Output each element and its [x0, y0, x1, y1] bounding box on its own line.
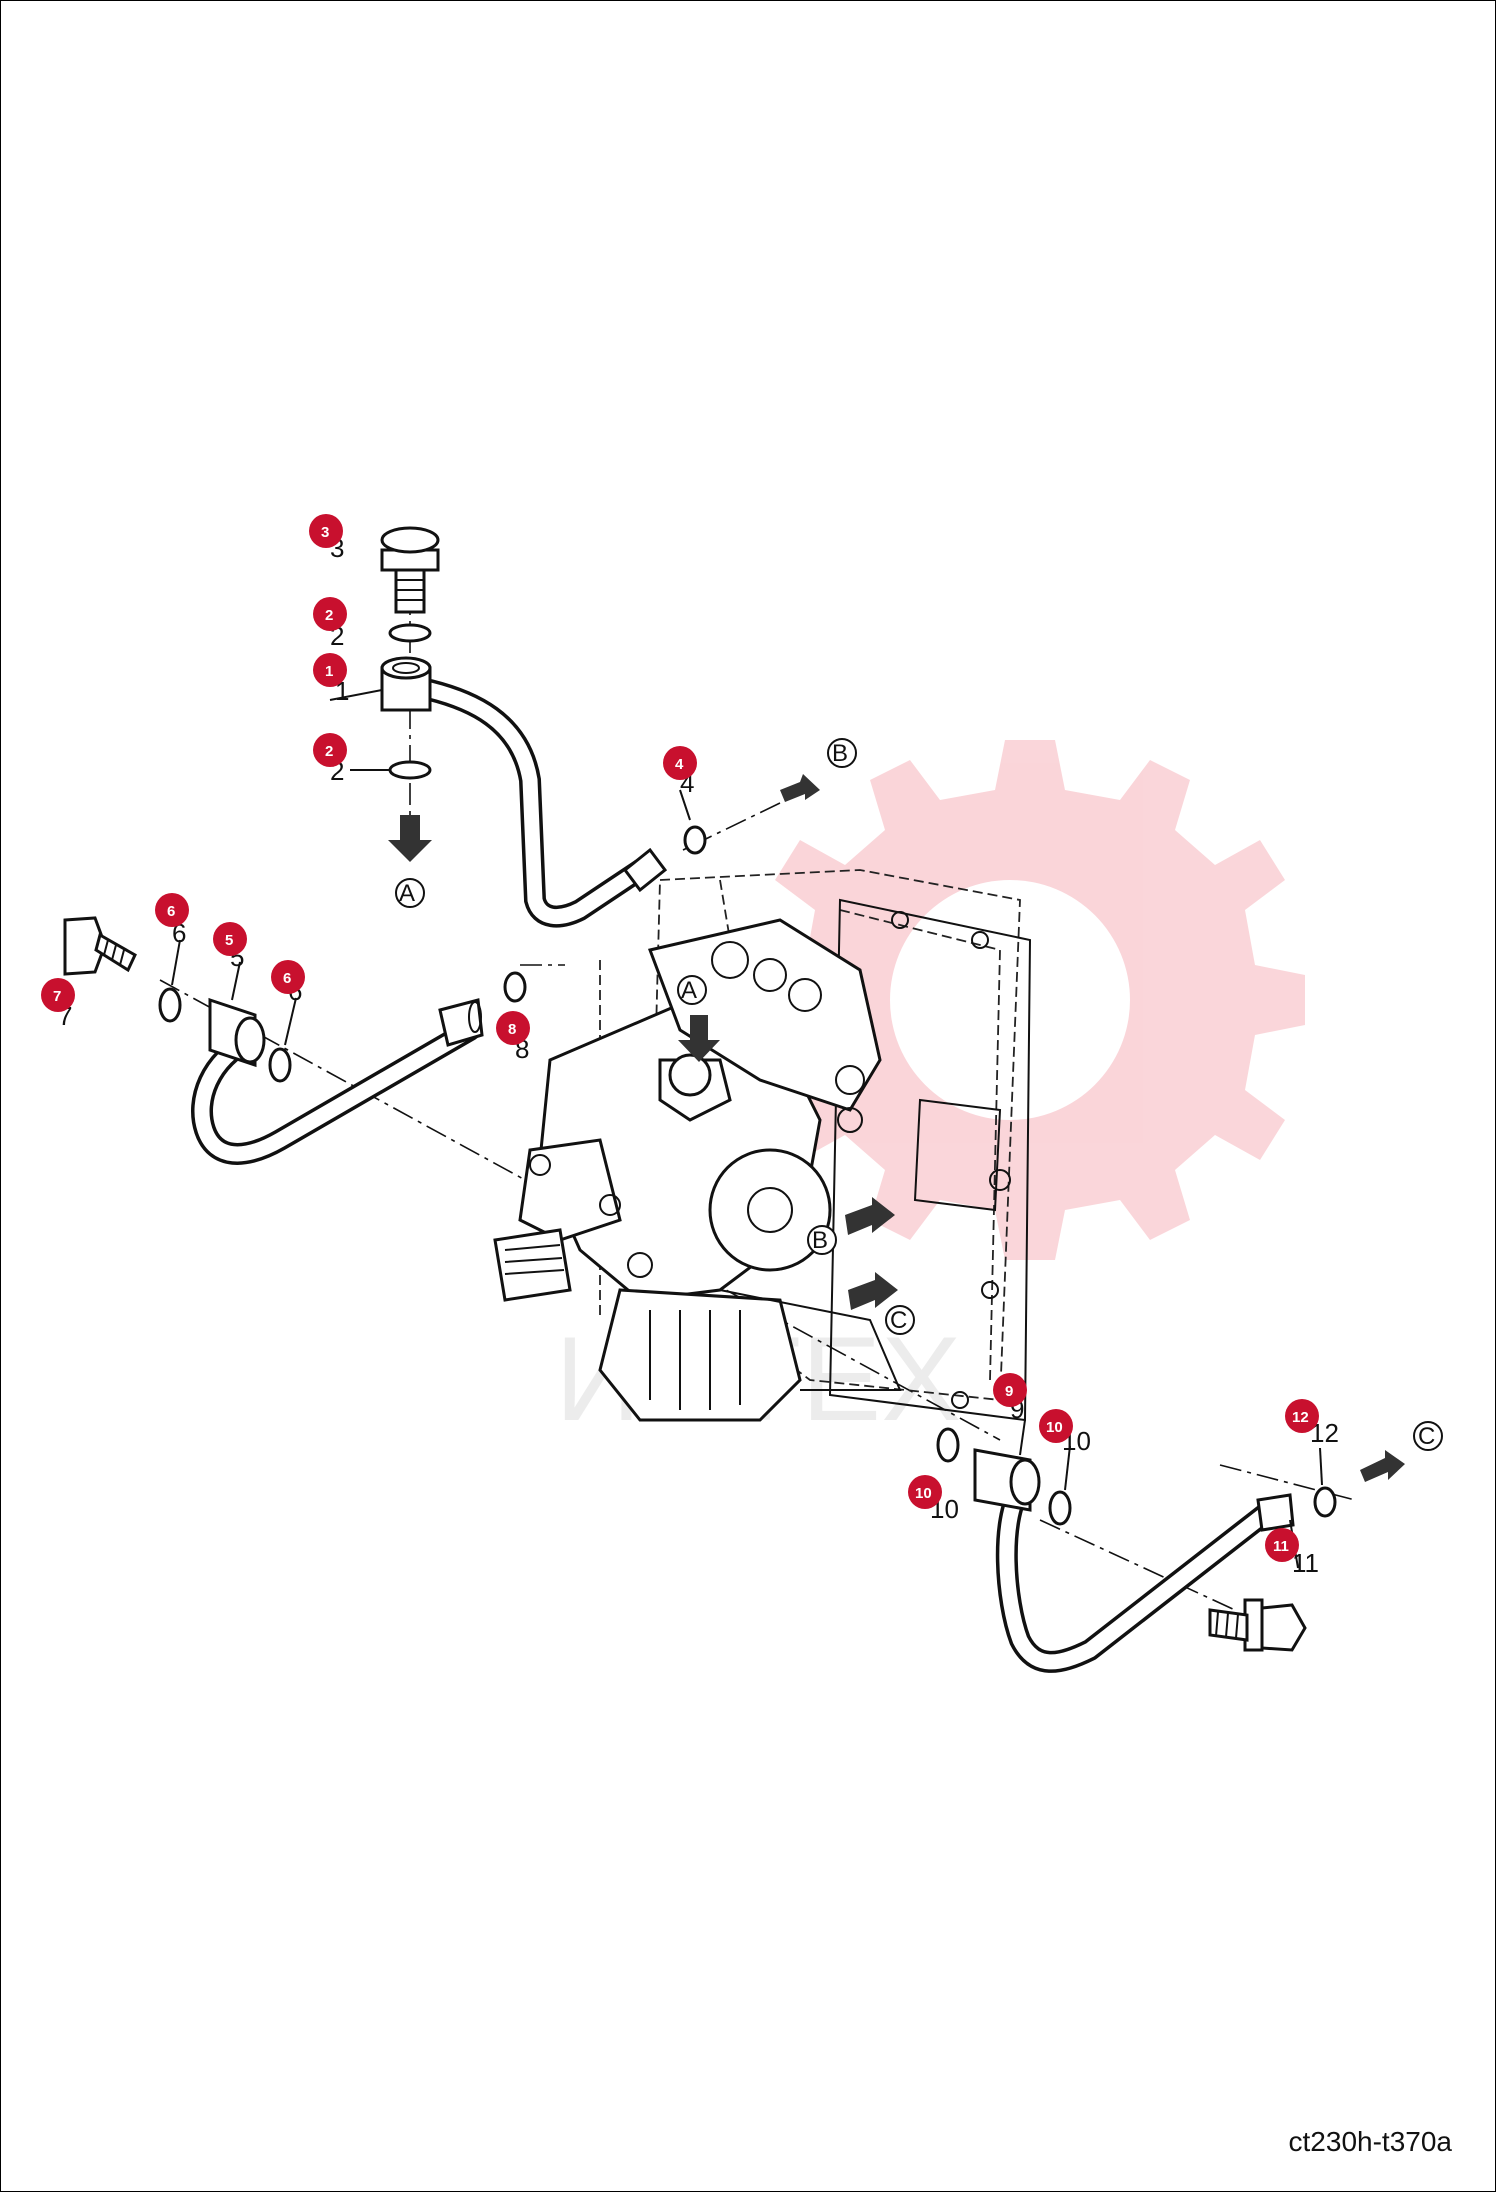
part-3-banjo-bolt	[380, 526, 440, 614]
part-4-o-ring	[683, 825, 707, 855]
callout-badge-7: 7	[41, 978, 75, 1012]
svg-text:1: 1	[325, 663, 333, 680]
part-11-bolt	[1208, 1598, 1307, 1652]
part-5-pipe-left	[191, 997, 484, 1165]
svg-text:2: 2	[325, 743, 333, 760]
marker-b-top: B	[780, 738, 857, 802]
callout-badge-9: 9	[993, 1373, 1027, 1407]
callout-badge-6-left: 6	[155, 893, 189, 927]
hydraulic-pump-body	[493, 918, 902, 1422]
svg-text:12: 12	[1292, 1409, 1309, 1426]
callout-badge-12: 12	[1285, 1399, 1319, 1433]
marker-a-top: A	[395, 878, 425, 908]
svg-text:8: 8	[508, 1021, 516, 1038]
svg-text:6: 6	[167, 903, 175, 920]
callout-badge-10-upper: 10	[1039, 1409, 1073, 1443]
callout-badge-2-upper: 2	[313, 597, 347, 631]
svg-text:2: 2	[325, 607, 333, 624]
part-6-washers	[158, 987, 292, 1083]
callout-badge-3: 3	[309, 514, 343, 548]
svg-text:4: 4	[675, 756, 684, 773]
svg-text:A: A	[399, 880, 415, 907]
svg-text:11: 11	[1273, 1538, 1289, 1555]
arrow-a-down	[388, 815, 720, 1062]
part-10-washers	[936, 1427, 1072, 1526]
marker-c-right: C	[1360, 1421, 1443, 1482]
part-8-o-ring	[503, 971, 527, 1003]
svg-text:9: 9	[1005, 1383, 1013, 1400]
svg-text:A: A	[681, 977, 697, 1004]
svg-text:3: 3	[321, 524, 329, 541]
svg-text:10: 10	[1046, 1419, 1063, 1436]
marker-b-pump: B	[807, 1197, 895, 1255]
svg-text:10: 10	[915, 1485, 932, 1502]
callout-badge-5: 5	[213, 922, 247, 956]
callout-badge-1: 1	[313, 653, 347, 687]
callout-badge-2-lower: 2	[313, 733, 347, 767]
callout-badge-8: 8	[496, 1011, 530, 1045]
callout-badge-6-right: 6	[271, 960, 305, 994]
callout-badge-10-lower: 10	[908, 1475, 942, 1509]
svg-text:5: 5	[225, 932, 233, 949]
callout-badges: 3 2 1 2 4 6 5 6 7 8 9 10 10 12 11	[41, 514, 1319, 1562]
svg-text:B: B	[812, 1227, 828, 1254]
part-7-bolt	[63, 916, 137, 976]
part-1-pipe-upper	[380, 656, 668, 928]
marker-a-pump: A	[677, 975, 707, 1005]
part-12-o-ring	[1313, 1486, 1337, 1518]
svg-text:B: B	[832, 740, 848, 767]
marker-c-pump: C	[848, 1272, 915, 1335]
callout-badge-11: 11	[1265, 1528, 1299, 1562]
svg-text:C: C	[890, 1307, 907, 1334]
svg-text:7: 7	[53, 988, 61, 1005]
callout-badge-4: 4	[663, 746, 697, 780]
svg-text:6: 6	[283, 970, 291, 987]
leader-lines	[171, 689, 1323, 1569]
drawing-code: ct230h-t370a	[1288, 2126, 1452, 2157]
svg-text:C: C	[1418, 1423, 1435, 1450]
part-9-pipe-lower-right	[973, 1448, 1295, 1673]
